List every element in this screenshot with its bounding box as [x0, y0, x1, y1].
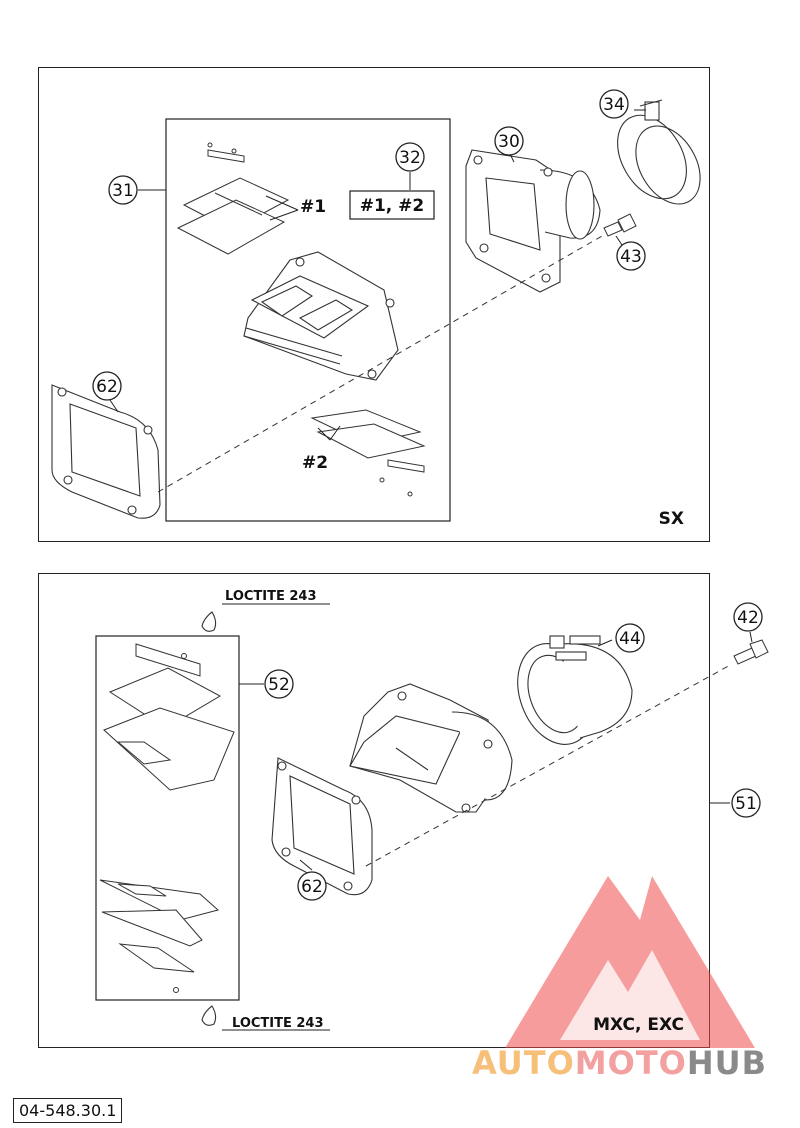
gasket-62-bottom — [271, 757, 373, 896]
svg-text:51: 51 — [735, 794, 757, 814]
watermark-hub: HUB — [686, 1044, 768, 1082]
loctite-label-bottom: LOCTITE 243 — [232, 1016, 324, 1031]
assembly-line-top — [157, 235, 603, 493]
reed-valve-block — [243, 251, 399, 381]
callout-62-top: 62 — [92, 371, 122, 401]
callout-43: 43 — [616, 241, 646, 271]
svg-text:34: 34 — [603, 95, 625, 115]
callout-31: 31 — [108, 175, 138, 205]
leader-lines-bottom — [239, 631, 753, 871]
callout-34: 34 — [599, 89, 629, 119]
callout-52: 52 — [264, 669, 294, 699]
svg-text:52: 52 — [268, 675, 290, 695]
callout-30: 30 — [494, 126, 524, 156]
reed-plates-kit-top — [103, 643, 235, 791]
reed-kit-box — [165, 118, 451, 522]
reed-plates-kit-bottom — [99, 879, 220, 993]
reed-label-1: #1 — [300, 197, 326, 217]
reed-petals-top — [176, 142, 290, 255]
reed-kit-box-2 — [95, 635, 240, 1001]
loctite-drop-bottom — [201, 1005, 217, 1026]
callout-44: 44 — [615, 623, 645, 653]
screw-43 — [603, 213, 637, 237]
assembly-line-bottom — [365, 663, 733, 867]
reed-valve-block-2 — [349, 683, 513, 813]
svg-text:42: 42 — [737, 608, 759, 628]
variant-label-mxc-exc: MXC, EXC — [593, 1015, 684, 1035]
watermark-auto: AUTO — [472, 1044, 575, 1082]
hose-clamp — [617, 99, 701, 205]
callout-42: 42 — [733, 602, 763, 632]
kit-label: #1, #2 — [360, 196, 425, 216]
callout-32: 32 — [395, 142, 425, 172]
variant-label-sx: SX — [659, 509, 684, 529]
svg-text:31: 31 — [112, 181, 134, 201]
svg-text:32: 32 — [399, 148, 421, 168]
svg-text:62: 62 — [96, 377, 118, 397]
svg-text:62: 62 — [301, 877, 323, 897]
svg-text:44: 44 — [619, 629, 641, 649]
svg-text:43: 43 — [620, 247, 642, 267]
callout-51: 51 — [731, 788, 761, 818]
loctite-label-top: LOCTITE 243 — [225, 589, 317, 604]
reed-petals-bottom — [310, 409, 426, 497]
callout-62-bottom: 62 — [297, 871, 327, 901]
sx-diagram: 31 32 30 34 43 62 #1 #2 #1, #2 SX — [51, 89, 701, 529]
gasket-62-top — [51, 384, 161, 519]
watermark-text: AUTOMOTOHUB — [472, 1044, 767, 1082]
watermark-moto: MOTO — [574, 1044, 687, 1082]
mxc-exc-panel — [38, 573, 710, 1048]
sheet-reference: 04-548.30.1 — [13, 1098, 123, 1123]
screw-42 — [733, 639, 769, 665]
kit-label-box — [349, 190, 435, 220]
svg-text:30: 30 — [498, 132, 520, 152]
sx-panel — [38, 67, 710, 542]
intake-flange — [465, 149, 601, 293]
rubber-boot — [517, 635, 633, 745]
loctite-drop-top — [201, 611, 217, 632]
reed-label-2: #2 — [302, 453, 328, 473]
